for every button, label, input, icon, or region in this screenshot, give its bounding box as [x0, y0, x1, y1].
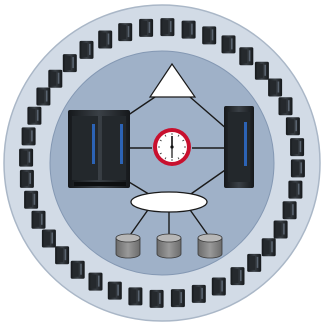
- small-server-icon: [191, 284, 206, 303]
- small-server-icon: [107, 281, 122, 300]
- small-server-icon: [261, 238, 276, 257]
- small-server-icon: [27, 106, 42, 125]
- small-server-icon: [170, 289, 185, 308]
- small-server-icon: [285, 117, 300, 136]
- small-server-icon: [282, 201, 297, 220]
- small-server-icon: [24, 190, 39, 209]
- small-server-icon: [288, 180, 303, 199]
- disk-storage-icon: [197, 233, 223, 259]
- small-server-icon: [230, 267, 245, 286]
- small-server-icon: [254, 61, 269, 80]
- small-server-icon: [19, 169, 34, 188]
- small-server-icon: [88, 272, 103, 291]
- small-server-icon: [21, 127, 36, 146]
- small-server-icon: [19, 148, 34, 167]
- small-server-icon: [70, 260, 85, 279]
- link-switch-disk-left: [127, 206, 151, 239]
- ring-node-group: [19, 18, 305, 308]
- disk-storage-icon: [115, 233, 141, 259]
- small-server-icon: [128, 287, 143, 306]
- small-server-icon: [273, 220, 288, 239]
- coupling-facility-triangle-icon: [148, 62, 197, 98]
- small-server-icon: [55, 246, 70, 265]
- small-server-icon: [160, 18, 175, 37]
- small-server-icon: [221, 35, 236, 54]
- link-right-server-switch: [187, 167, 229, 197]
- small-server-icon: [290, 138, 305, 157]
- small-server-icon: [36, 87, 51, 106]
- link-switch-disk-right: [187, 206, 211, 239]
- disk-storage-icon: [156, 233, 182, 259]
- mainframe-server-icon: [224, 106, 254, 188]
- small-server-icon: [268, 78, 283, 97]
- small-server-icon: [79, 40, 94, 59]
- small-server-icon: [62, 54, 77, 73]
- mainframe-server-icon: [68, 110, 130, 188]
- small-server-icon: [48, 69, 63, 88]
- small-server-icon: [239, 47, 254, 66]
- small-server-icon: [139, 18, 154, 37]
- small-server-icon: [149, 289, 164, 308]
- small-server-icon: [278, 97, 293, 116]
- link-triangle-right-server: [189, 96, 229, 131]
- small-server-icon: [247, 253, 262, 272]
- switch-ellipse-icon: [130, 191, 208, 213]
- small-server-icon: [118, 23, 133, 42]
- small-server-icon: [31, 210, 46, 229]
- disk-storage-group: [115, 233, 223, 259]
- small-server-icon: [290, 159, 305, 178]
- sysplex-timer-clock-icon: [153, 128, 191, 166]
- small-server-icon: [41, 229, 56, 248]
- small-server-icon: [98, 30, 113, 49]
- small-server-icon: [211, 277, 226, 296]
- small-server-icon: [181, 20, 196, 39]
- small-server-icon: [202, 26, 217, 45]
